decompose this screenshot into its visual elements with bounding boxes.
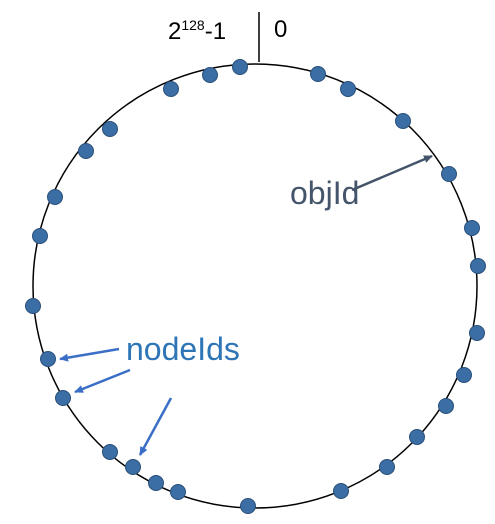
node (148, 475, 164, 491)
node (40, 351, 56, 367)
node (340, 81, 356, 97)
nodeids-arrow (138, 397, 173, 456)
node (441, 166, 457, 182)
nodeids-label: nodeIds (126, 331, 240, 367)
node (25, 298, 41, 314)
node (32, 228, 48, 244)
node (170, 484, 186, 500)
node (47, 189, 63, 205)
node (464, 220, 480, 236)
node (125, 459, 141, 475)
max-base: 2 (168, 18, 182, 45)
node (395, 113, 411, 129)
ring-max-label: 2128-1 (168, 18, 226, 44)
node (379, 459, 395, 475)
node (438, 398, 454, 414)
node (409, 429, 425, 445)
node (202, 67, 218, 83)
max-exponent: 128 (181, 17, 205, 33)
node (470, 258, 486, 274)
node (55, 390, 71, 406)
node (469, 325, 485, 341)
node (232, 59, 248, 75)
ring-zero-label: 0 (274, 16, 288, 43)
node (78, 143, 94, 159)
nodeids-arrow (74, 368, 131, 394)
objid-label: objId (290, 175, 360, 211)
node (163, 81, 179, 97)
nodeids-arrow (59, 347, 120, 362)
max-suffix: -1 (204, 18, 227, 45)
node (310, 66, 326, 82)
node (102, 121, 118, 137)
node (240, 498, 256, 514)
node (333, 483, 349, 499)
node (456, 367, 472, 383)
node-group (25, 59, 486, 514)
objid-arrow (351, 154, 433, 192)
node (102, 444, 118, 460)
